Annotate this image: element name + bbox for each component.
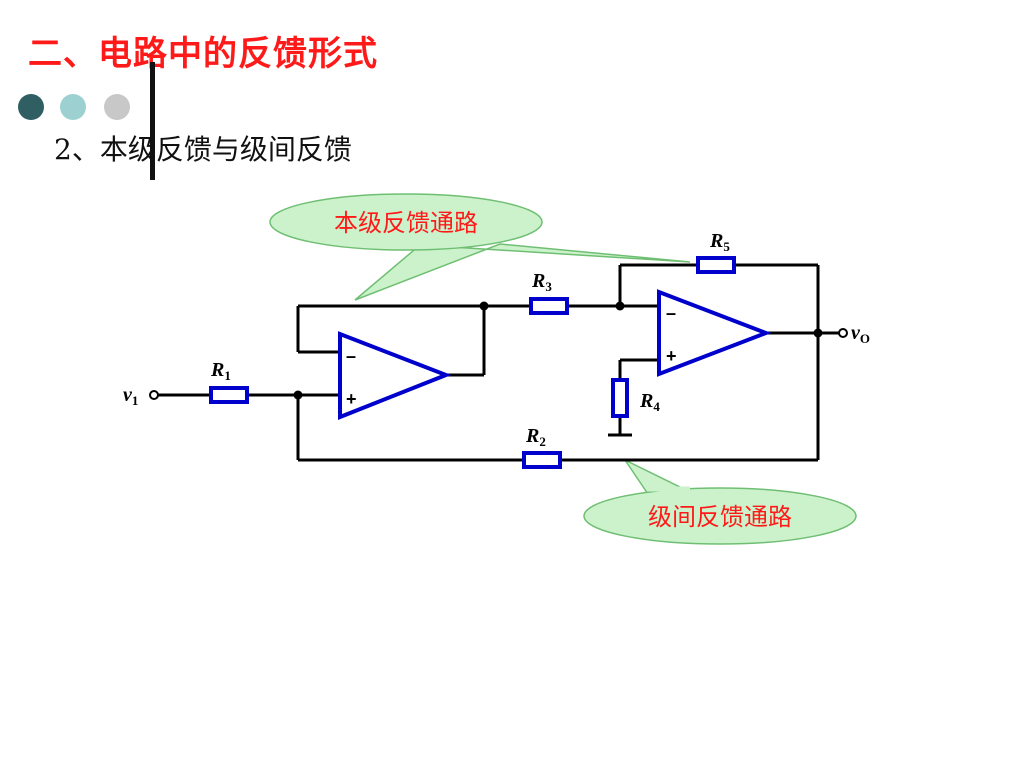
bullet-dot-dark xyxy=(18,94,44,120)
resistor-r2 xyxy=(522,451,562,469)
op-amp-1-minus: – xyxy=(346,346,356,366)
resistor-r3 xyxy=(529,297,569,315)
callout-interstage-bubble xyxy=(583,487,857,545)
callout-local-feedback: 本级反馈通路 xyxy=(269,193,691,301)
callout-local-pointer xyxy=(354,243,691,301)
junction-node-output xyxy=(813,328,823,338)
input-terminal xyxy=(149,390,159,400)
op-amp-2 xyxy=(657,289,772,377)
callout-local-bubble xyxy=(269,193,543,251)
resistor-r1 xyxy=(209,386,249,404)
title-divider-bar xyxy=(150,62,155,180)
callout-interstage-feedback: 级间反馈通路 xyxy=(583,458,857,545)
label-vin: v1 xyxy=(123,384,138,408)
resistor-r4 xyxy=(611,378,629,418)
slide-subtitle: 2、本级反馈与级间反馈 xyxy=(54,133,352,166)
label-r2: R2 xyxy=(525,425,546,449)
bullet-dot-teal xyxy=(60,94,86,120)
label-r3: R3 xyxy=(531,270,552,294)
junction-node-stage2-in xyxy=(615,301,625,311)
label-r4: R4 xyxy=(639,390,660,414)
op-amp-2-minus: – xyxy=(666,303,676,323)
output-terminal xyxy=(838,328,848,338)
slide-title: 二、电路中的反馈形式 xyxy=(28,34,378,74)
callout-interstage-label: 级间反馈通路 xyxy=(648,503,792,531)
label-r1: R1 xyxy=(210,359,231,383)
circuit-wires xyxy=(158,263,840,462)
label-r5: R5 xyxy=(709,230,730,254)
junction-node-stage1-out xyxy=(479,301,489,311)
op-amp-1 xyxy=(338,331,452,420)
op-amp-1-plus: + xyxy=(346,389,357,409)
bullet-dot-gray xyxy=(104,94,130,120)
junction-node-input xyxy=(293,390,303,400)
op-amp-2-plus: + xyxy=(666,346,677,366)
resistor-r5 xyxy=(696,256,736,274)
label-vout: vO xyxy=(851,322,870,346)
callout-local-label: 本级反馈通路 xyxy=(334,209,478,237)
